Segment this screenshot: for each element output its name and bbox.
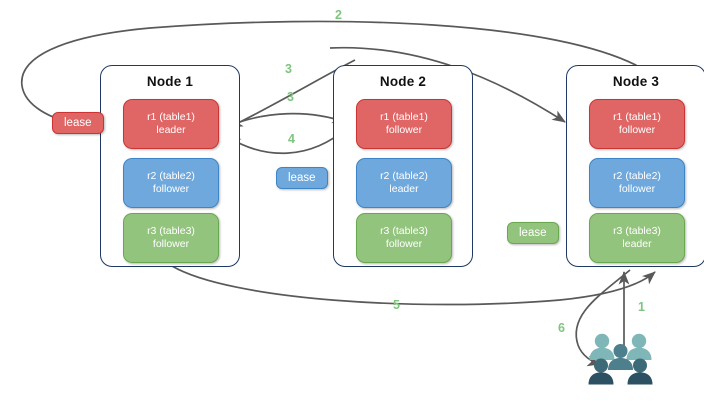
replica-role: follower bbox=[385, 238, 423, 250]
lease-badge-table2[interactable]: lease bbox=[276, 167, 328, 189]
replica-name: r1 (table1) bbox=[613, 111, 661, 123]
replica-name: r2 (table2) bbox=[613, 170, 661, 182]
lease-badge-table3[interactable]: lease bbox=[507, 222, 559, 244]
replica-node1-r3[interactable]: r3 (table3) follower bbox=[123, 213, 219, 263]
step-label-4: 4 bbox=[288, 132, 295, 146]
replica-role: follower bbox=[618, 183, 656, 195]
node-title-1: Node 1 bbox=[146, 74, 194, 89]
replica-node3-r1[interactable]: r1 (table1) follower bbox=[589, 99, 685, 149]
step-label-3-upper: 3 bbox=[285, 62, 292, 76]
arrow-step-3-lower bbox=[223, 112, 346, 129]
lease-badge-table1[interactable]: lease bbox=[52, 112, 104, 134]
replica-role: follower bbox=[152, 238, 190, 250]
replica-node1-r1[interactable]: r1 (table1) leader bbox=[123, 99, 219, 149]
replica-name: r3 (table3) bbox=[380, 225, 428, 237]
arrow-step-5 bbox=[171, 265, 656, 306]
replica-role: follower bbox=[152, 183, 190, 195]
replica-node2-r3[interactable]: r3 (table3) follower bbox=[356, 213, 452, 263]
step-label-3-lower: 3 bbox=[287, 90, 294, 104]
step-label-2: 2 bbox=[335, 8, 342, 22]
replica-role: leader bbox=[156, 124, 186, 136]
replica-name: r1 (table1) bbox=[147, 111, 195, 123]
people-group-icon bbox=[588, 333, 653, 385]
step-label-5: 5 bbox=[393, 298, 400, 312]
replica-node1-r2[interactable]: r2 (table2) follower bbox=[123, 158, 219, 208]
replica-node3-r3[interactable]: r3 (table3) leader bbox=[589, 213, 685, 263]
replica-name: r2 (table2) bbox=[147, 170, 195, 182]
replica-role: follower bbox=[385, 124, 423, 136]
node-container-2[interactable]: Node 2 r1 (table1) follower r2 (table2) … bbox=[333, 65, 473, 267]
node-title-2: Node 2 bbox=[379, 74, 427, 89]
replica-node2-r2[interactable]: r2 (table2) leader bbox=[356, 158, 452, 208]
replica-role: leader bbox=[622, 238, 652, 250]
replica-node2-r1[interactable]: r1 (table1) follower bbox=[356, 99, 452, 149]
replica-name: r3 (table3) bbox=[613, 225, 661, 237]
replica-name: r2 (table2) bbox=[380, 170, 428, 182]
replica-role: follower bbox=[618, 124, 656, 136]
step-label-1: 1 bbox=[638, 300, 645, 314]
replica-role: leader bbox=[389, 183, 419, 195]
replica-name: r1 (table1) bbox=[380, 111, 428, 123]
node-container-1[interactable]: Node 1 r1 (table1) leader r2 (table2) fo… bbox=[100, 65, 240, 267]
replica-name: r3 (table3) bbox=[147, 225, 195, 237]
node-title-3: Node 3 bbox=[612, 74, 660, 89]
node-container-3[interactable]: Node 3 r1 (table1) follower r2 (table2) … bbox=[566, 65, 704, 267]
replica-node3-r2[interactable]: r2 (table2) follower bbox=[589, 158, 685, 208]
step-label-6: 6 bbox=[558, 321, 565, 335]
